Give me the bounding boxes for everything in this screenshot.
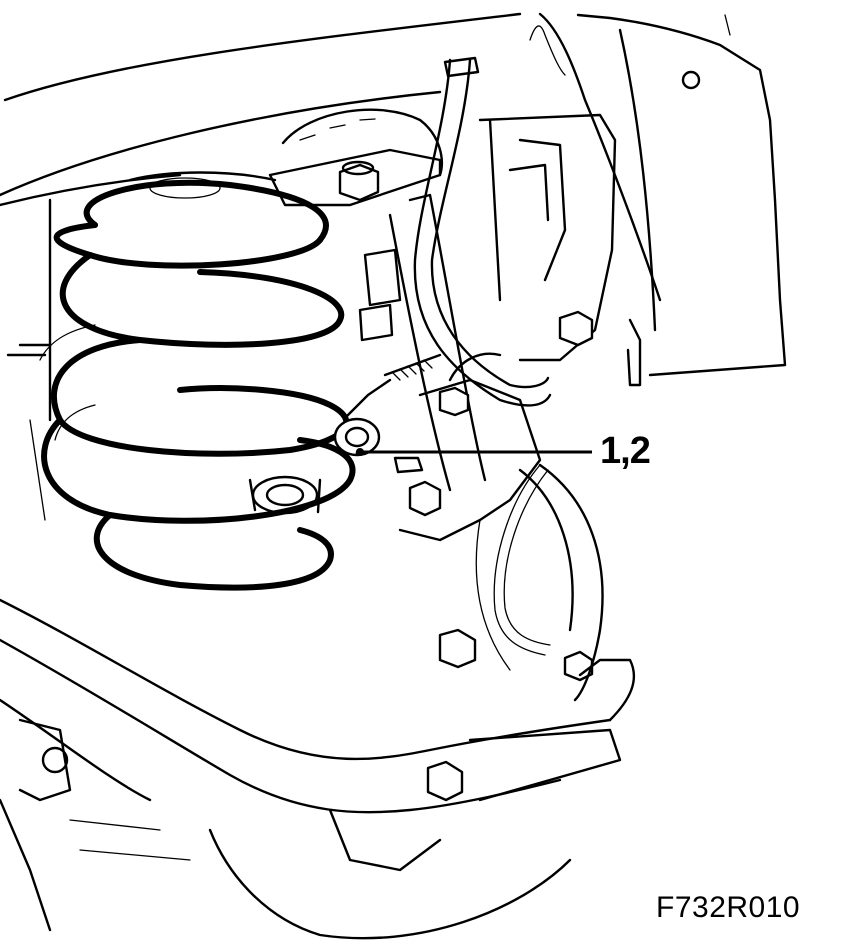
sensor-wire bbox=[493, 464, 551, 656]
stabilizer-link bbox=[333, 353, 442, 474]
callout-label: 1,2 bbox=[600, 430, 651, 472]
knuckle-bolts bbox=[408, 310, 594, 802]
seat-bolt bbox=[338, 160, 380, 202]
steering-knuckle bbox=[358, 113, 617, 542]
shock-absorber bbox=[388, 193, 487, 492]
brake-disc bbox=[208, 463, 604, 940]
body-frame bbox=[6, 198, 52, 521]
brake-pipe bbox=[413, 25, 566, 407]
lower-control-arm bbox=[0, 598, 636, 872]
coil-spring bbox=[39, 179, 356, 591]
wheel-arch-panel bbox=[0, 12, 787, 387]
callout-leader bbox=[355, 448, 592, 457]
subframe bbox=[0, 718, 191, 932]
bushing bbox=[248, 475, 322, 515]
figure-code: F732R010 bbox=[656, 891, 801, 924]
upper-spring-seat bbox=[128, 108, 443, 207]
